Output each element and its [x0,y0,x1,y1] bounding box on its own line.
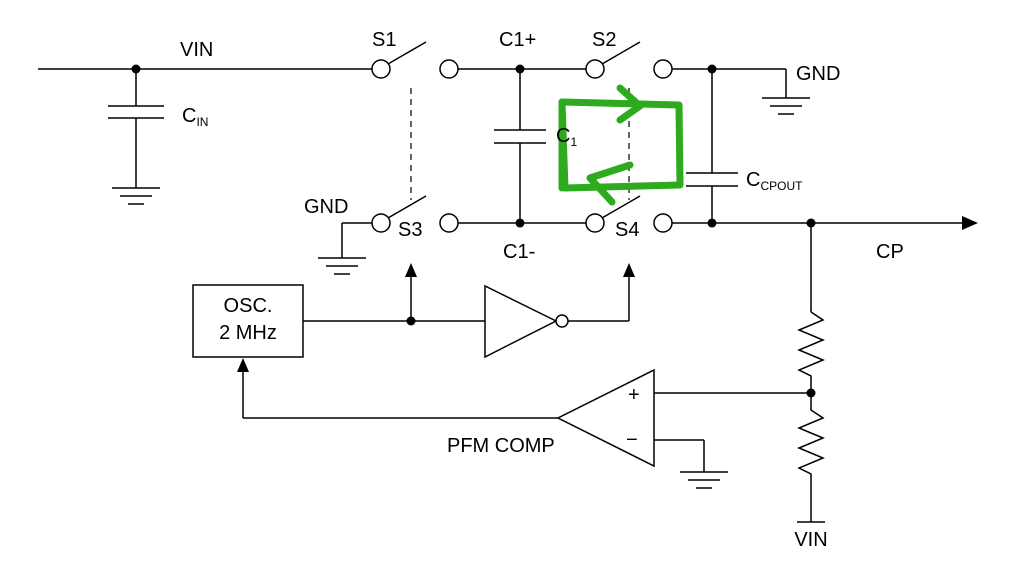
s3-label: S3 [398,219,422,241]
s2-label: S2 [592,29,616,51]
switch-s3 [371,195,459,233]
oscillator-block [192,284,304,358]
c1-minus-junction [515,218,525,228]
ccpout-bottom-junction [707,218,717,228]
s3-control-arrow [405,263,417,321]
s4-label: S4 [615,219,639,241]
resistor-top [797,311,825,393]
osc-label-line2: 2 MHz [219,322,277,344]
pfm-comp-label: PFM COMP [447,435,555,457]
c1-label-sub: 1 [570,135,577,149]
current-loop-annotation [558,84,684,206]
s1-label: S1 [372,29,396,51]
c1-label: C1 [556,125,577,149]
comp-minus-sign: − [626,429,638,451]
ccpout-label: CCPOUT [746,169,803,193]
ccpout-label-sub: CPOUT [760,179,803,193]
c1-plus-label: C1+ [499,29,536,51]
right-ground-symbol [762,69,810,115]
c1-minus-label: C1- [503,241,535,263]
c1-label-main: C [556,125,570,147]
comp-feedback-arrow [237,358,558,419]
c1-capacitor [494,69,546,223]
cp-output-arrow [962,216,978,230]
gnd-left-label: GND [304,196,348,218]
comp-plus-sign: + [628,384,640,406]
comp-minus-ground [654,439,728,489]
vin-top-label: VIN [180,39,213,61]
ccpout-capacitor [686,69,738,223]
osc-label-line1: OSC. [224,295,273,317]
cin-capacitor [108,69,164,188]
vin-bottom-label: VIN [794,529,827,551]
switch-s1 [371,41,459,79]
ccpout-label-main: C [746,169,760,191]
cin-ground-symbol [112,187,160,205]
switch-s2 [585,41,673,79]
cin-label: CIN [182,105,208,129]
resistor-bottom [797,393,825,522]
gnd-right-label: GND [796,63,840,85]
left-ground-symbol [318,222,372,275]
cp-label: CP [876,241,904,263]
inverter-buffer [484,284,569,359]
pfm-comparator [556,368,655,468]
s4-control-arrow [568,263,635,322]
cin-label-main: C [182,105,196,127]
cin-label-sub: IN [196,115,208,129]
